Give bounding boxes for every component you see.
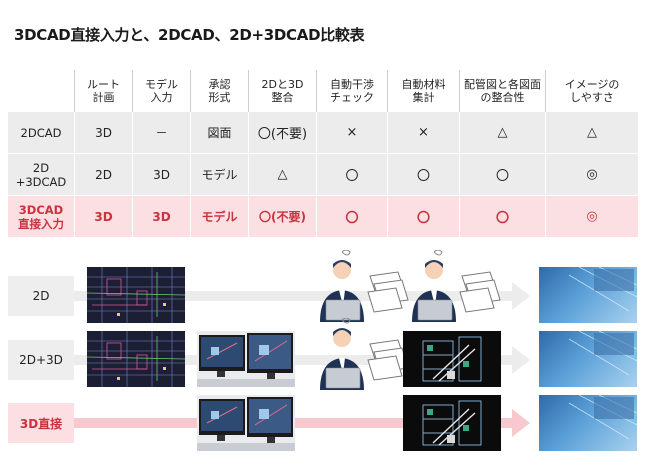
- table-cell: 2D: [74, 154, 132, 195]
- flow-arrow-bar: [74, 418, 524, 428]
- table-cell: ×: [387, 112, 459, 153]
- table-cell: ×: [316, 112, 387, 153]
- row-label: 3DCAD 直接入力: [18, 202, 64, 231]
- table-cell: 3D: [74, 196, 132, 237]
- plant-3d-model-image: [403, 331, 501, 387]
- table-cell: 〇: [459, 196, 545, 237]
- monitor-3d-model-image: [197, 395, 295, 451]
- header-cell-material: 自動材料 集計: [387, 70, 459, 112]
- cad-2d-drawing-image: [87, 331, 185, 387]
- result-image: [539, 395, 637, 451]
- header-cell-model-input: モデル 入力: [132, 70, 190, 112]
- result-image: [539, 267, 637, 323]
- table-cell: 3D: [132, 154, 190, 195]
- table-cell: △: [459, 112, 545, 153]
- table-cell: △: [545, 112, 638, 153]
- engineer-with-laptop-illustration: [404, 249, 504, 322]
- table-cell: ◎: [545, 154, 638, 195]
- table-cell: モデル: [190, 154, 248, 195]
- table-cell: ◎: [545, 196, 638, 237]
- table-cell: 3D: [132, 196, 190, 237]
- flow-arrow-head: [512, 409, 530, 437]
- comparison-table: ルート 計画 モデル 入力 承認 形式 2Dと3D 整合 自動干渉 チェック 自…: [8, 70, 638, 237]
- engineer-with-laptop-illustration: [312, 317, 412, 390]
- table-cell: △: [248, 154, 316, 195]
- row-label: 2D +3DCAD: [15, 160, 67, 189]
- header-cell-interference: 自動干渉 チェック: [316, 70, 387, 112]
- header-cell-consistency: 2Dと3D 整合: [248, 70, 316, 112]
- flow-label-2d3d: 2D+3D: [8, 340, 74, 380]
- table-cell: 図面: [190, 112, 248, 153]
- flow-label-2d: 2D: [8, 276, 74, 316]
- flow-arrow-bar: [74, 291, 524, 301]
- table-cell: －: [132, 112, 190, 153]
- cad-2d-drawing-image: [87, 267, 185, 323]
- table-cell: 〇: [387, 196, 459, 237]
- table-cell: 3D: [74, 112, 132, 153]
- table-cell: 〇(不要): [248, 112, 316, 153]
- table-row: 2D +3DCAD 2D 3D モデル △ 〇 〇 〇 ◎: [8, 154, 638, 195]
- flow-label-3d-direct: 3D直接: [8, 403, 74, 443]
- table-row-highlight: 3DCAD 直接入力 3D 3D モデル 〇(不要) 〇 〇 〇 ◎: [8, 196, 638, 237]
- monitor-3d-model-image: [197, 331, 295, 387]
- engineer-with-laptop-illustration: [312, 249, 412, 322]
- flow-arrow-head: [512, 346, 530, 374]
- result-image: [539, 331, 637, 387]
- row-label: 2DCAD: [20, 125, 62, 140]
- table-cell: 〇: [316, 154, 387, 195]
- table-row: 2DCAD 3D － 図面 〇(不要) × × △ △: [8, 112, 638, 153]
- header-cell-drawing-consistency: 配管図と各図面 の整合性: [459, 70, 545, 112]
- table-cell: 〇(不要): [248, 196, 316, 237]
- header-cell-imagery: イメージの しやすさ: [545, 70, 638, 112]
- table-cell: 〇: [387, 154, 459, 195]
- table-cell: 〇: [459, 154, 545, 195]
- header-cell-route: ルート 計画: [74, 70, 132, 112]
- plant-3d-model-image: [403, 395, 501, 451]
- header-cell-empty: [8, 70, 74, 112]
- table-header-row: ルート 計画 モデル 入力 承認 形式 2Dと3D 整合 自動干渉 チェック 自…: [8, 70, 638, 112]
- page-title: 3DCAD直接入力と、2DCAD、2D+3DCAD比較表: [14, 26, 365, 44]
- flow-arrow-head: [512, 282, 530, 310]
- table-cell: 〇: [316, 196, 387, 237]
- flow-arrow-bar: [74, 355, 524, 365]
- header-cell-approval: 承認 形式: [190, 70, 248, 112]
- table-cell: モデル: [190, 196, 248, 237]
